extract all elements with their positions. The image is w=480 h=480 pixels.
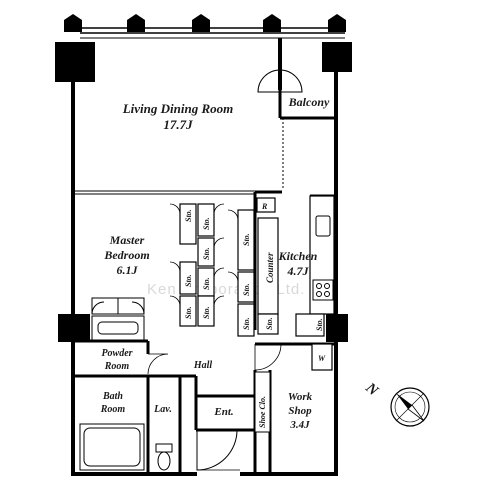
master-bedroom-name-2: Bedroom	[103, 248, 149, 262]
balcony-door-icon	[257, 69, 303, 93]
storage-label: Sto.	[315, 318, 324, 331]
storage-label: Sto.	[184, 274, 193, 287]
living-room-size: 17.7J	[163, 117, 193, 132]
living-room-name: Living Dining Room	[122, 101, 234, 116]
lav-label: Lav.	[153, 404, 172, 415]
storage-label: Sto.	[202, 306, 211, 319]
top-facade	[80, 27, 345, 39]
kitchen-name: Kitchen	[278, 249, 318, 263]
sink-icon	[315, 215, 331, 237]
bedroom-window	[91, 297, 145, 315]
closet-door-swings	[169, 203, 239, 307]
powder-vanity	[91, 315, 145, 341]
door-swing-icons	[147, 343, 282, 377]
bath-room-name: Bath	[102, 391, 123, 402]
storage-label: Sto.	[202, 247, 211, 260]
watermark: Ken Corporation Ltd.	[147, 281, 305, 298]
entrance-door-icon	[196, 429, 238, 471]
storage-label: Sto.	[184, 209, 193, 222]
pillar-mid-right	[326, 314, 348, 342]
bathtub-icon	[79, 423, 145, 471]
shoe-closet-label: Shoe Clo.	[258, 396, 267, 428]
compass-icon	[390, 387, 430, 427]
shoe-closet	[254, 371, 271, 433]
workshop-size: 3.4J	[289, 419, 310, 431]
washer-label: W	[318, 354, 326, 363]
storage-label: Sto.	[202, 217, 211, 230]
storage-label: Sto.	[265, 317, 274, 330]
storage-label: Sto.	[202, 277, 211, 290]
storage-label: Sto.	[242, 233, 251, 246]
master-bedroom-name: Master	[109, 233, 145, 247]
closet-block	[179, 203, 255, 337]
master-bedroom-size: 6.1J	[117, 263, 139, 277]
workshop-name: Work	[288, 391, 313, 403]
counter-label: Counter	[265, 252, 275, 283]
storage-label: Sto.	[242, 283, 251, 296]
powder-room-name-2: Room	[104, 361, 130, 372]
workshop-name-2: Shop	[288, 405, 312, 417]
pillar-top-left	[55, 42, 95, 82]
stove-icon	[312, 279, 334, 301]
pillar-top-right	[322, 42, 352, 72]
hall-label: Hall	[193, 360, 213, 371]
toilet-icon	[155, 443, 173, 471]
balcony-label: Balcony	[288, 95, 330, 109]
storage-labels: Sto. Sto. Sto. Sto. Sto. Sto. Sto. Sto. …	[184, 209, 251, 330]
compass-north-label: N	[361, 379, 381, 400]
powder-room-name: Powder	[101, 348, 132, 359]
pillar-mid-left	[58, 314, 90, 342]
kitchen-size: 4.7J	[287, 264, 310, 278]
entrance-label: Ent.	[213, 406, 233, 418]
pillar-cap-icons	[64, 14, 346, 32]
living-bedroom-partition	[73, 190, 255, 195]
refrigerator-label: R	[261, 202, 268, 211]
storage-label: Sto.	[184, 306, 193, 319]
storage-label: Sto.	[242, 317, 251, 330]
bath-room-name-2: Room	[100, 404, 126, 415]
